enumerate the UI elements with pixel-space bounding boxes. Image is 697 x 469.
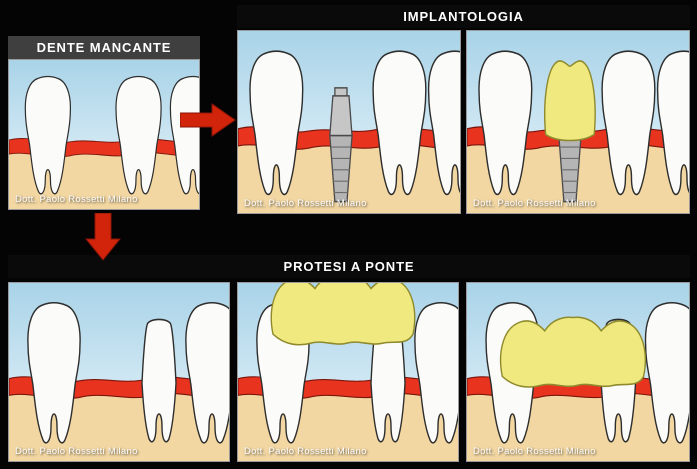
- dental-bridge: [270, 283, 416, 346]
- missing-tooth-illustration: [9, 60, 199, 209]
- bridge-step3-illustration: [467, 283, 689, 461]
- missing-tooth-title: DENTE MANCANTE: [8, 36, 200, 59]
- arrow-right-icon: [180, 103, 236, 137]
- bridge-step3-panel: Dott. Paolo Rossetti Milano: [466, 282, 690, 462]
- dental-implant: [330, 88, 352, 202]
- watermark: Dott. Paolo Rossetti Milano: [244, 446, 367, 457]
- implant-step2-illustration: [467, 31, 689, 213]
- bridge-step1-illustration: [9, 283, 229, 461]
- bridge-step2-illustration: [238, 283, 458, 461]
- implant-crown: [543, 60, 596, 142]
- missing-tooth-title-label: DENTE MANCANTE: [36, 40, 172, 55]
- watermark: Dott. Paolo Rossetti Milano: [473, 446, 596, 457]
- bridge-title: PROTESI A PONTE: [8, 255, 690, 278]
- watermark: Dott. Paolo Rossetti Milano: [15, 446, 138, 457]
- bridge-step2-panel: Dott. Paolo Rossetti Milano: [237, 282, 459, 462]
- watermark: Dott. Paolo Rossetti Milano: [473, 198, 596, 209]
- implant-step2-panel: Dott. Paolo Rossetti Milano: [466, 30, 690, 214]
- missing-tooth-panel: Dott. Paolo Rossetti Milano: [8, 59, 200, 210]
- bridge-title-label: PROTESI A PONTE: [283, 259, 415, 274]
- implant-step1-panel: Dott. Paolo Rossetti Milano: [237, 30, 461, 214]
- implant-step1-illustration: [238, 31, 460, 213]
- watermark: Dott. Paolo Rossetti Milano: [15, 194, 138, 205]
- dental-bridge: [499, 316, 647, 388]
- implantology-title-label: IMPLANTOLOGIA: [403, 9, 524, 24]
- implantology-title: IMPLANTOLOGIA: [237, 5, 690, 28]
- bridge-step1-panel: Dott. Paolo Rossetti Milano: [8, 282, 230, 462]
- watermark: Dott. Paolo Rossetti Milano: [244, 198, 367, 209]
- arrow-down-icon: [85, 213, 121, 261]
